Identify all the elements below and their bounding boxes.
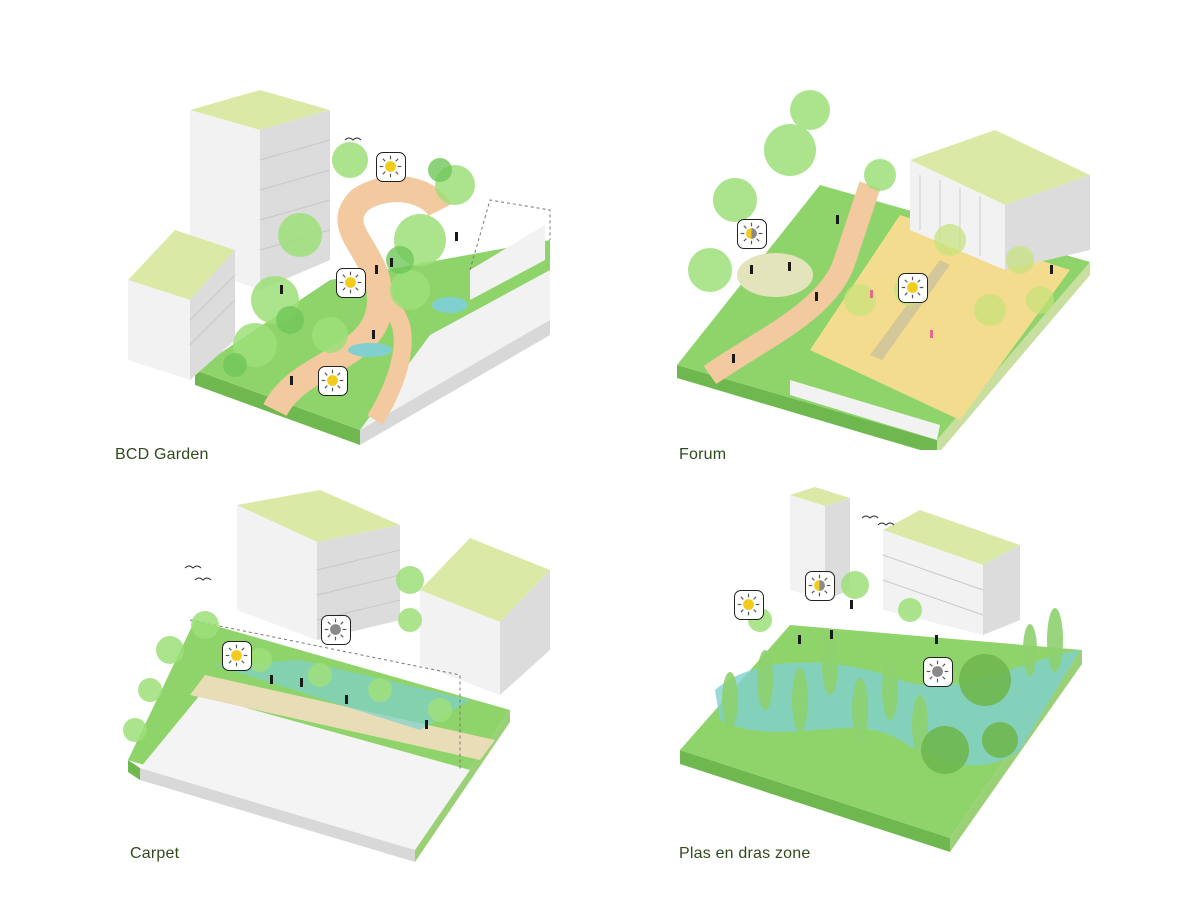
sun-icon xyxy=(898,273,928,303)
panel-bcd-garden: BCD Garden xyxy=(0,0,600,463)
panel-plas-en-dras-zone: Plas en dras zone xyxy=(600,450,1200,900)
plas-en-dras-illustration xyxy=(680,487,1082,852)
sun-icon xyxy=(734,590,764,620)
shade-icon xyxy=(321,615,351,645)
sun-icon xyxy=(336,268,366,298)
panel-carpet: Carpet xyxy=(0,450,600,900)
shade-icon xyxy=(923,657,953,687)
panel-caption: Plas en dras zone xyxy=(679,845,811,862)
bcd-garden-illustration xyxy=(128,90,551,445)
panel-forum: Forum xyxy=(600,0,1200,463)
sun-icon xyxy=(222,641,252,671)
half-shade-icon xyxy=(805,571,835,601)
sun-icon xyxy=(376,152,406,182)
sun-icon xyxy=(318,366,348,396)
panel-caption: BCD Garden xyxy=(115,446,209,463)
panel-caption: Carpet xyxy=(130,845,180,862)
panel-caption: Forum xyxy=(679,446,727,463)
half-shade-icon xyxy=(737,219,767,249)
carpet-illustration xyxy=(123,490,550,862)
forum-illustration xyxy=(677,90,1090,450)
